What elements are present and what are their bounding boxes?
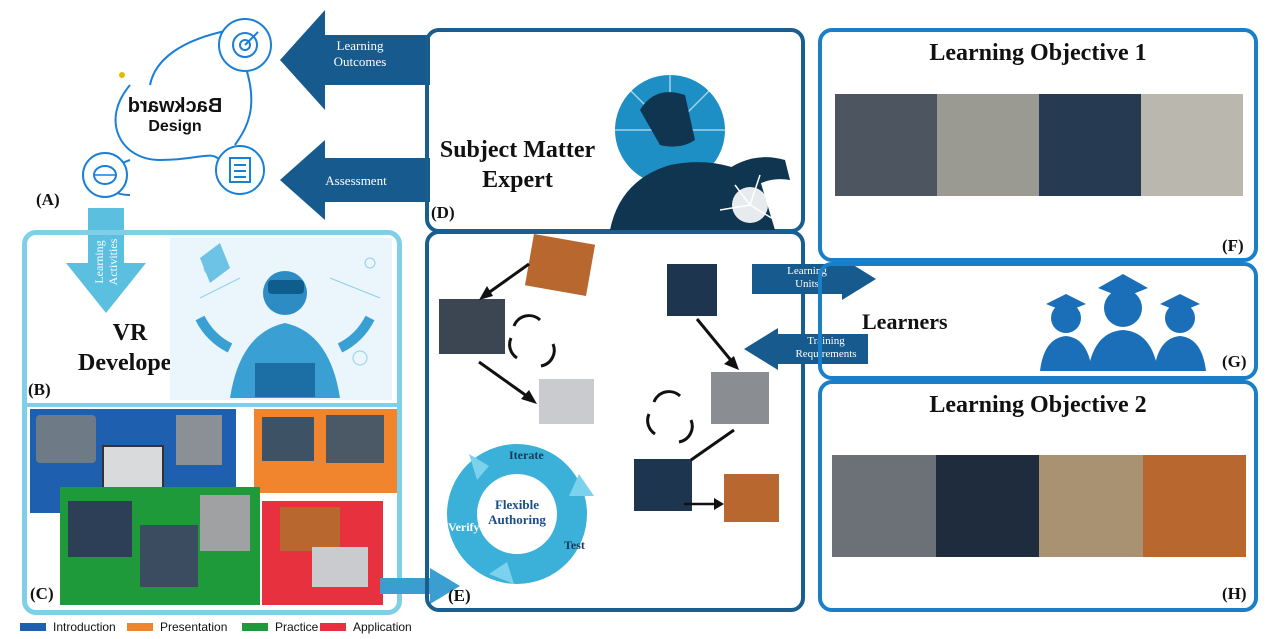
backward-design-cycle	[82, 18, 272, 198]
checklist-icon	[215, 145, 265, 195]
vr-developer-panel	[22, 230, 402, 615]
legend-practice: Practice	[242, 620, 318, 634]
brain-icon	[82, 152, 128, 198]
label-f: (F)	[1222, 236, 1244, 255]
arrow-assessment	[280, 140, 430, 220]
learners-title: Learners	[862, 309, 948, 334]
label-g: (G)	[1222, 352, 1247, 371]
vr-dev-divider	[27, 403, 397, 407]
label-e: (E)	[448, 586, 471, 605]
label-d: (D)	[431, 203, 455, 222]
vr-developer-illustration	[170, 238, 392, 400]
learning-objective-2-title: Learning Objective 2	[929, 392, 1147, 418]
authoring-diagram	[439, 234, 779, 584]
lo2-scene-strip	[832, 455, 1246, 557]
legend-presentation: Presentation	[127, 620, 227, 634]
arrow-learning-units	[752, 258, 876, 300]
target-icon	[218, 18, 272, 72]
assessment-label: Assessment	[325, 173, 387, 188]
iterate-label: Iterate	[509, 448, 544, 462]
backward-design-title: Backward Design	[127, 95, 223, 135]
learning-objective-1-panel	[818, 28, 1258, 262]
arrow-to-authoring	[380, 568, 460, 604]
arrow-learning-outcomes	[280, 10, 430, 110]
learners-panel	[818, 262, 1258, 380]
label-b: (B)	[28, 380, 51, 399]
lo1-scene-strip	[835, 94, 1243, 196]
welder-illustration	[610, 75, 790, 230]
test-label: Test	[564, 538, 585, 552]
legend-application: Application	[320, 620, 412, 634]
learning-objective-2-panel	[818, 380, 1258, 612]
legend-introduction: Introduction	[20, 620, 116, 634]
graduates-icon	[1040, 274, 1206, 371]
label-c: (C)	[30, 584, 54, 603]
scene-practice	[60, 487, 260, 605]
arrow-learning-activities	[66, 208, 146, 313]
arrow-training-requirements	[744, 328, 868, 370]
scene-application	[262, 501, 383, 605]
verify-label: Verify	[448, 520, 480, 534]
label-a: (A)	[36, 190, 60, 209]
scene-presentation	[254, 409, 397, 493]
label-h: (H)	[1222, 584, 1247, 603]
learning-objective-1-title: Learning Objective 1	[929, 40, 1147, 66]
authoring-panel	[425, 230, 805, 612]
